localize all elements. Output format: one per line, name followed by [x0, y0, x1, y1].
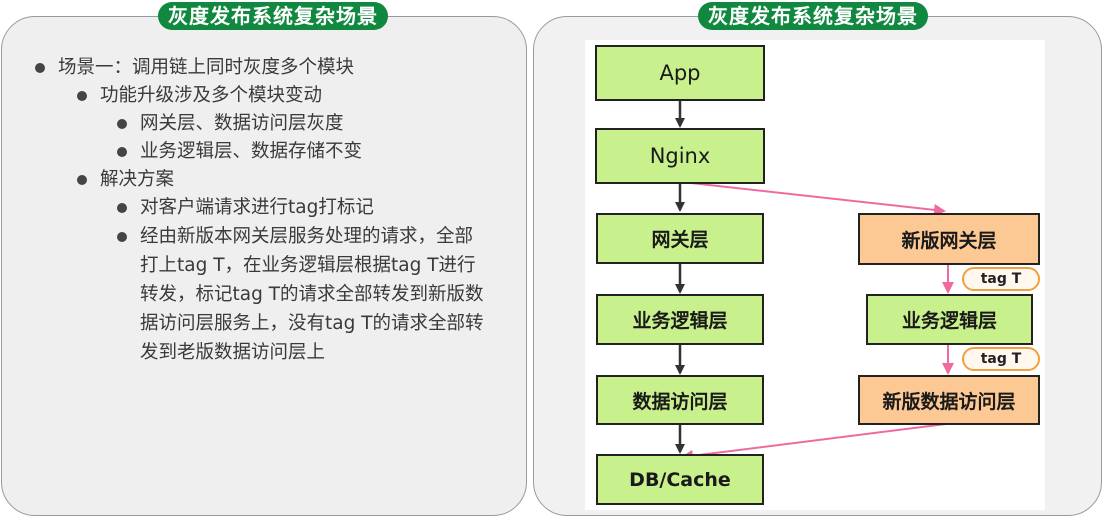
node-new-gateway: 新版网关层 [858, 213, 1040, 265]
node-app: App [595, 45, 765, 101]
node-new-business: 业务逻辑层 [866, 294, 1033, 345]
bullet-item: 经由新版本网关层服务处理的请求，全部 [140, 226, 474, 247]
bullet-item: 解决方案 [100, 169, 175, 190]
node-new-data-access: 新版数据访问层 [858, 375, 1040, 425]
bullet-dot [77, 175, 87, 185]
node-data-access: 数据访问层 [596, 375, 764, 425]
left-panel-title: 灰度发布系统复杂场景 [158, 2, 388, 30]
node-nginx: Nginx [595, 128, 765, 184]
bullet-item: 功能升级涉及多个模块变动 [100, 85, 323, 106]
bullet-dot [117, 203, 127, 213]
bullet-item-continuation: 发到老版数据访问层上 [140, 342, 326, 363]
right-panel-title: 灰度发布系统复杂场景 [698, 2, 928, 30]
bullet-item: 业务逻辑层、数据存储不变 [140, 141, 363, 162]
bullet-dot [117, 232, 127, 242]
bullet-dot [35, 63, 45, 73]
arrow-new-data-access-to-db [681, 423, 947, 462]
bullet-dot [117, 147, 127, 157]
left-panel [1, 16, 527, 516]
bullet-item: 场景一：调用链上同时灰度多个模块 [58, 57, 355, 78]
node-business: 业务逻辑层 [596, 294, 764, 345]
bullet-item: 对客户端请求进行tag打标记 [140, 197, 374, 218]
bullet-item: 网关层、数据访问层灰度 [140, 113, 344, 134]
node-gateway: 网关层 [596, 213, 764, 264]
bullet-item-continuation: 转发，标记tag T的请求全部转发到新版数 [140, 284, 484, 305]
bullet-dot [77, 91, 87, 101]
bullet-item-continuation: 据访问层服务上，没有tag T的请求全部转 [140, 313, 484, 334]
arrow-nginx-to-new-gateway [681, 181, 946, 216]
bullet-item-continuation: 打上tag T，在业务逻辑层根据tag T进行 [140, 255, 476, 276]
node-db-cache: DB/Cache [596, 454, 764, 505]
tag-badge: tag T [962, 267, 1040, 291]
bullet-dot [117, 119, 127, 129]
tag-badge: tag T [962, 347, 1040, 371]
